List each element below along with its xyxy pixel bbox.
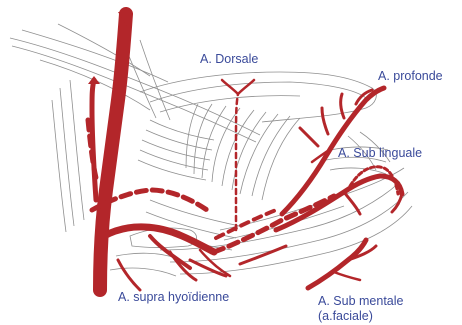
external-carotid-artery bbox=[100, 14, 126, 290]
label-arteria-sub-mentale: A. Sub mentale bbox=[318, 294, 403, 308]
label-arteria-faciale: (a.faciale) bbox=[318, 309, 373, 323]
label-arteria-sub-linguale: A. Sub linguale bbox=[338, 146, 422, 160]
dorsal-lingual-artery bbox=[236, 94, 238, 230]
label-arteria-supra-hyoidienne: A. supra hyoïdienne bbox=[118, 290, 229, 304]
label-arteria-dorsale: A. Dorsale bbox=[200, 52, 258, 66]
label-arteria-profonde: A. profonde bbox=[378, 69, 443, 83]
submental-artery bbox=[308, 240, 366, 288]
